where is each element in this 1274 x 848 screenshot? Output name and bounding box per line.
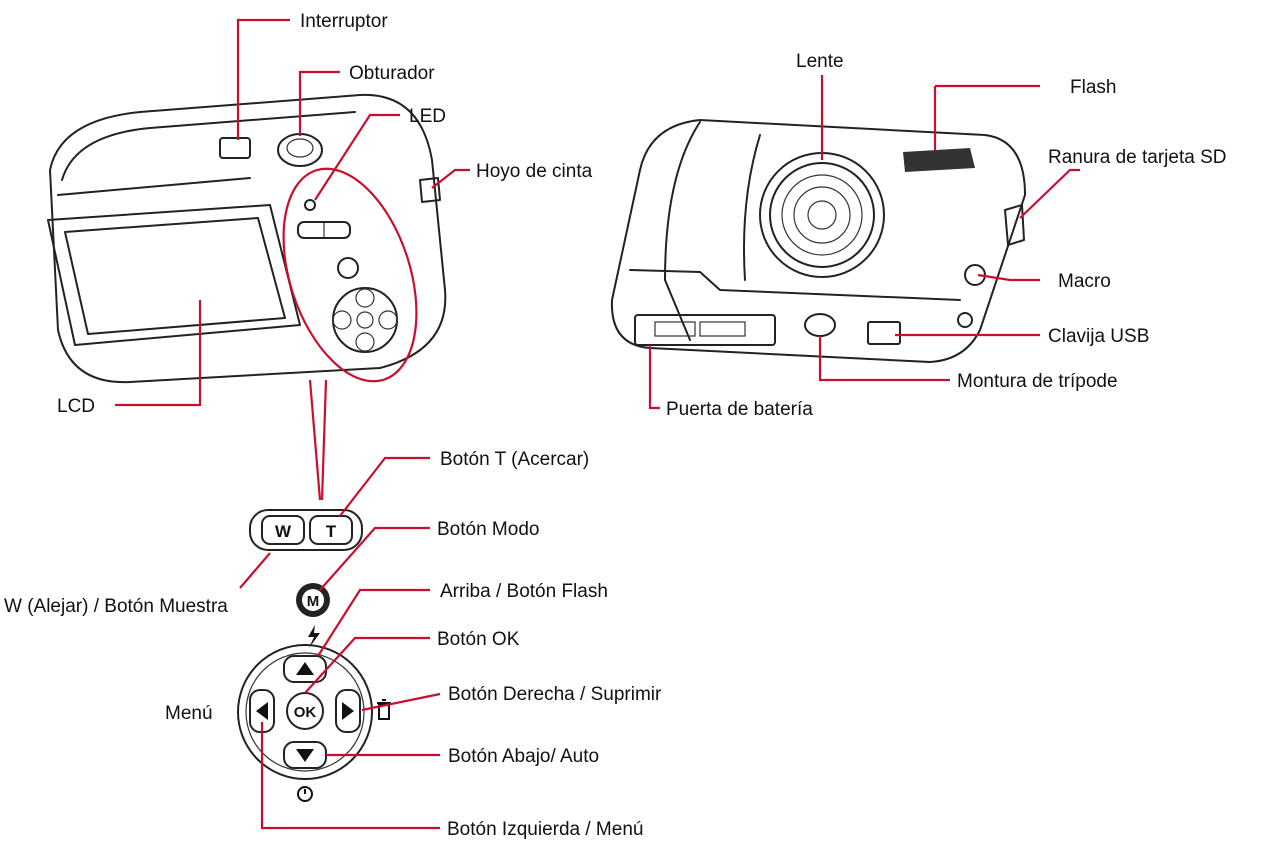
right-triangle-icon — [342, 702, 354, 720]
label-hoyo-de-cinta: Hoyo de cinta — [476, 161, 593, 182]
label-montura-tripode: Montura de trípode — [957, 371, 1118, 392]
label-boton-ok: Botón OK — [437, 629, 520, 650]
up-triangle-icon — [296, 662, 314, 675]
label-lcd: LCD — [57, 396, 95, 417]
t-button-text: T — [326, 522, 337, 541]
label-clavija-usb: Clavija USB — [1048, 326, 1149, 347]
label-puerta-bateria: Puerta de batería — [666, 399, 813, 420]
label-led: LED — [409, 106, 446, 127]
w-button-text: W — [275, 522, 292, 541]
label-macro: Macro — [1058, 271, 1111, 292]
label-izquierda-menu: Botón Izquierda / Menú — [447, 819, 643, 840]
self-timer-icon — [297, 786, 313, 802]
part-labels: Interruptor Obturador LED Hoyo de cinta … — [4, 11, 1227, 840]
label-derecha-suprimir: Botón Derecha / Suprimir — [448, 684, 662, 705]
ok-button-text: OK — [294, 704, 317, 721]
left-triangle-icon — [256, 702, 268, 720]
label-menu: Menú — [165, 703, 213, 724]
label-w-alejar: W (Alejar) / Botón Muestra — [4, 596, 228, 617]
label-boton-t: Botón T (Acercar) — [440, 449, 589, 470]
down-triangle-icon — [296, 749, 314, 762]
camera-front-view — [610, 119, 1026, 363]
label-lente: Lente — [796, 51, 844, 72]
flash-lightning-icon — [308, 625, 320, 648]
label-arriba-flash: Arriba / Botón Flash — [440, 581, 608, 602]
delete-trash-icon — [377, 699, 391, 720]
label-obturador: Obturador — [349, 63, 435, 84]
zoom-button-detail: W T — [249, 509, 363, 551]
label-flash: Flash — [1070, 77, 1116, 98]
m-button-text: M — [307, 593, 320, 610]
dpad-detail: OK — [237, 644, 373, 780]
label-boton-modo: Botón Modo — [437, 519, 539, 540]
label-ranura-sd: Ranura de tarjeta SD — [1048, 147, 1227, 168]
camera-back-view — [47, 93, 447, 384]
leader-lines — [115, 18, 1080, 830]
mode-button-detail: M — [296, 583, 330, 617]
label-interruptor: Interruptor — [300, 11, 388, 32]
label-abajo-auto: Botón Abajo/ Auto — [448, 746, 599, 767]
